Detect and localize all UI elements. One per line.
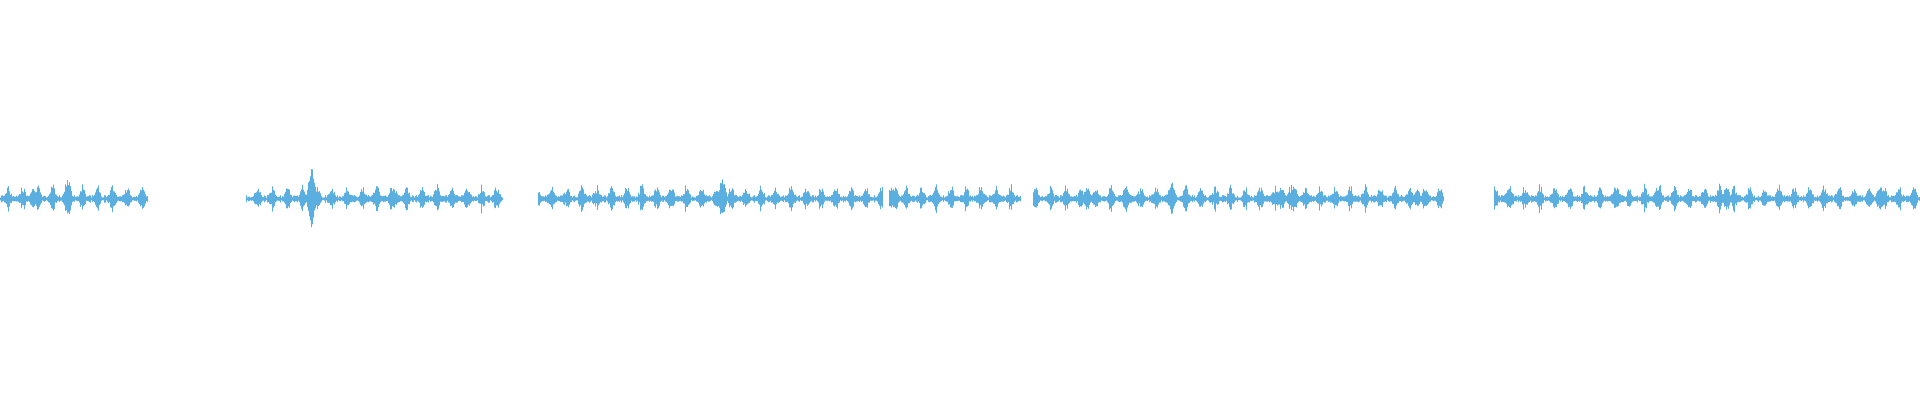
waveform-segment — [1494, 183, 1920, 214]
waveform-samples — [0, 169, 1920, 228]
waveform-segment — [889, 184, 1021, 214]
waveform-amplitude — [1033, 182, 1444, 214]
waveform-amplitude — [1494, 183, 1920, 214]
waveform-segment — [0, 180, 148, 214]
waveform-segment — [1033, 182, 1444, 214]
waveform-amplitude — [0, 180, 148, 214]
waveform-segment — [538, 179, 883, 215]
waveform-amplitude — [246, 169, 503, 228]
waveform-segment — [246, 169, 503, 228]
waveform-amplitude — [889, 184, 1021, 214]
waveform-amplitude — [538, 179, 883, 215]
